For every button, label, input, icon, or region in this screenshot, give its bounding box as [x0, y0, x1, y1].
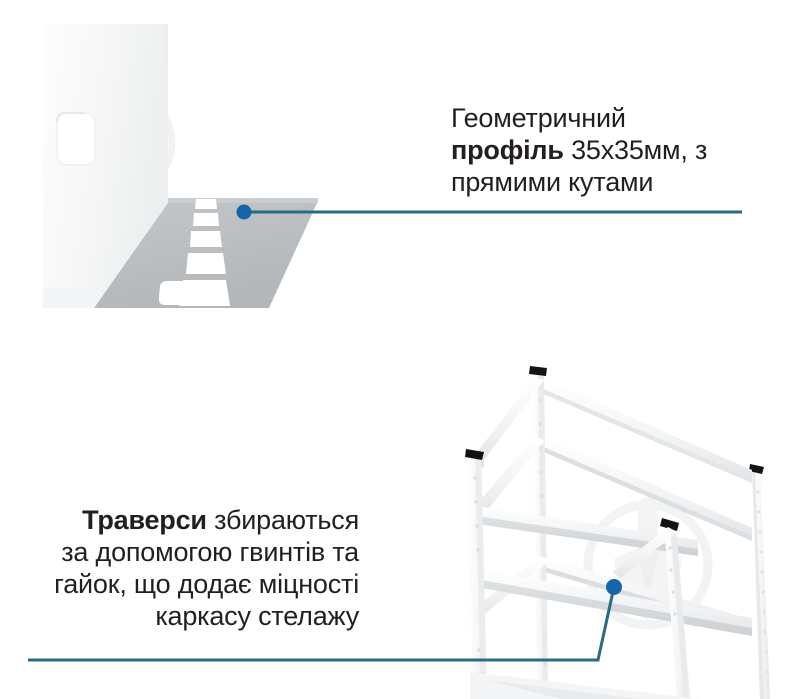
- callout-top-line-2: профіль 35х35мм, з: [451, 134, 707, 166]
- callout-bottom-emphasis: Траверси: [82, 505, 207, 535]
- callout-bottom-line-4: каркасу стелажу: [18, 600, 359, 632]
- callout-top-emphasis: профіль: [451, 135, 564, 165]
- rack-post-cap-icon: [749, 464, 764, 474]
- rack-post-cap-icon: [465, 449, 484, 460]
- callout-top-line-1-text: Геометричний: [451, 103, 626, 133]
- callout-bottom-line-3-text: гайок, що додає міцності: [54, 569, 359, 599]
- rack-post-cap-icon: [660, 518, 679, 531]
- callout-top-line-3-text: прямими кутами: [451, 167, 654, 197]
- callout-top-line-1: Геометричний: [451, 102, 707, 134]
- callout-bottom-line-4-text: каркасу стелажу: [155, 601, 359, 631]
- callout-top-text-block: Геометричний профіль 35х35мм, з прямими …: [451, 102, 707, 198]
- callout-bottom-text-block: Траверси збираються за допомогою гвинтів…: [18, 504, 359, 632]
- profile-mounting-hole: [56, 112, 96, 166]
- callout-bottom-line-2: за допомогою гвинтів та: [18, 536, 359, 568]
- callout-top-line-2-text: 35х35мм, з: [563, 135, 708, 165]
- rack-post-cap-icon: [529, 366, 547, 376]
- angle-profile-illustration: [43, 24, 318, 308]
- callout-bottom-line-1-text: збираються: [206, 505, 359, 535]
- callout-bottom-line-2-text: за допомогою гвинтів та: [61, 537, 359, 567]
- callout-top-line-3: прямими кутами: [451, 166, 707, 198]
- callout-bottom-line-3: гайок, що додає міцності: [18, 568, 359, 600]
- callout-bottom-line-1: Траверси збираються: [18, 504, 359, 536]
- shelving-rack-illustration: [465, 366, 770, 699]
